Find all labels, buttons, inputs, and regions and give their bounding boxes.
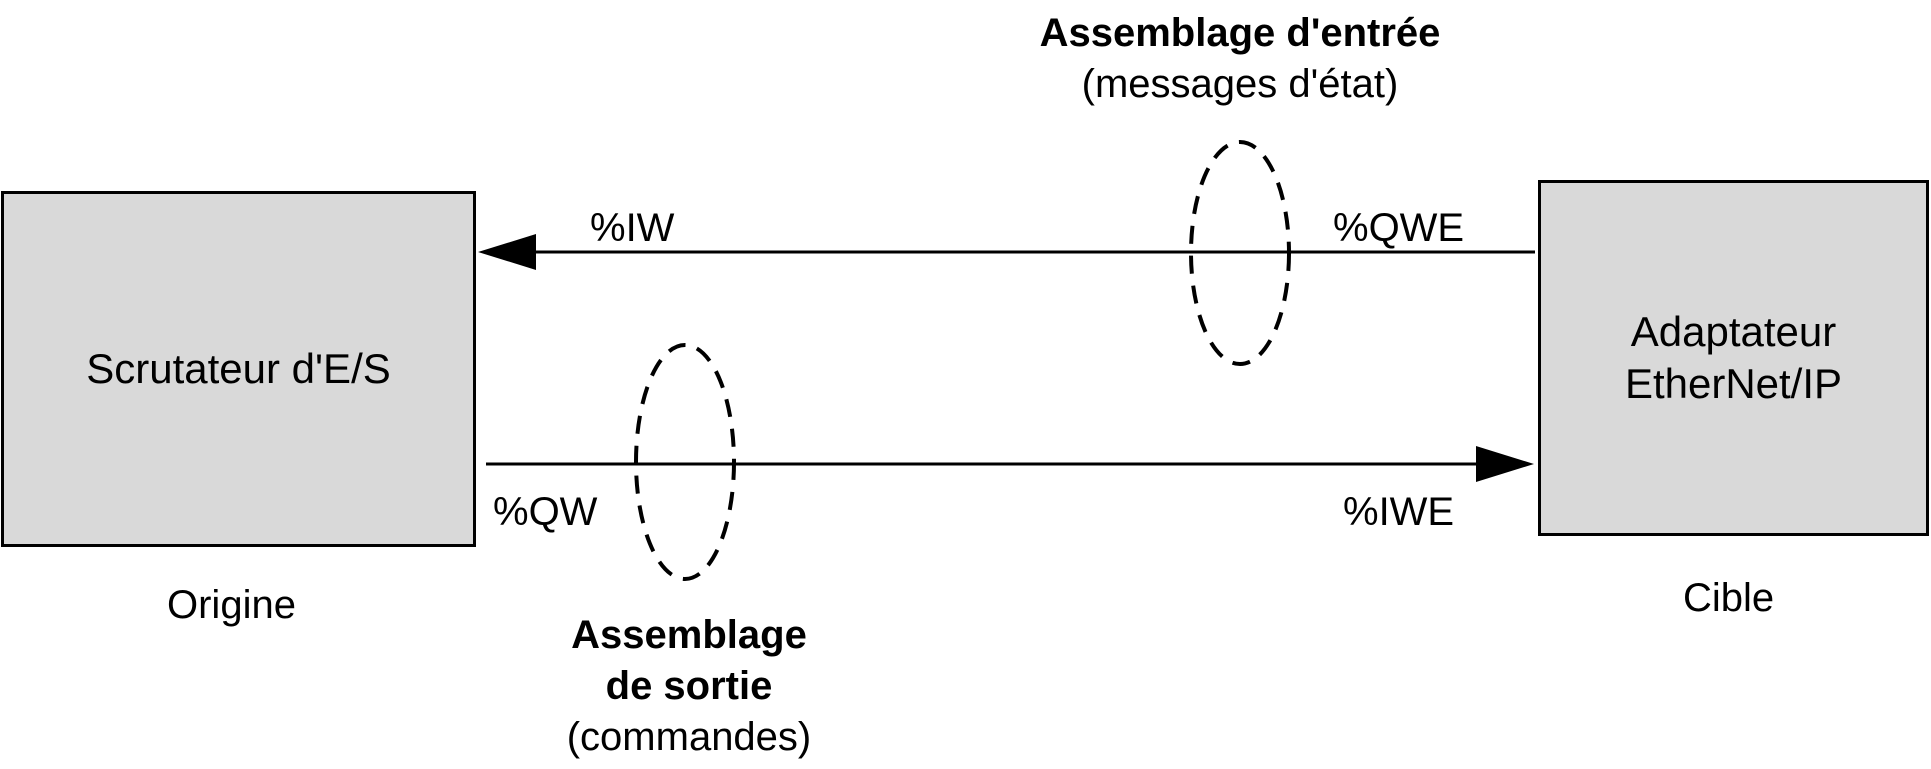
scanner-label: Scrutateur d'E/S (86, 344, 391, 392)
output-arrow-head (1476, 446, 1534, 482)
input-dest-label: %IW (590, 206, 675, 250)
input-assembly-ellipse (1189, 140, 1291, 366)
adapter-label: Adaptateur EtherNet/IP (1624, 307, 1843, 408)
output-assembly-title: Assemblage de sortie (571, 613, 807, 709)
input-assembly-caption: Assemblage d'entrée (messages d'état) (1000, 8, 1480, 110)
scanner-box: Scrutateur d'E/S (1, 191, 476, 547)
output-assembly-subtitle: (commandes) (566, 715, 812, 760)
input-arrow-head (478, 234, 536, 270)
adapter-caption: Cible (1683, 576, 1775, 620)
input-assembly-subtitle: (messages d'état) (1081, 62, 1399, 107)
input-assembly-title: Assemblage d'entrée (1039, 11, 1441, 55)
output-assembly-caption: Assemblage de sortie (commandes) (489, 610, 889, 764)
output-source-label: %QW (493, 490, 598, 534)
output-dest-label: %IWE (1343, 490, 1455, 534)
input-source-label: %QWE (1333, 206, 1465, 250)
scanner-caption: Origine (167, 583, 296, 627)
adapter-box: Adaptateur EtherNet/IP (1538, 180, 1929, 536)
output-assembly-ellipse (634, 343, 736, 581)
